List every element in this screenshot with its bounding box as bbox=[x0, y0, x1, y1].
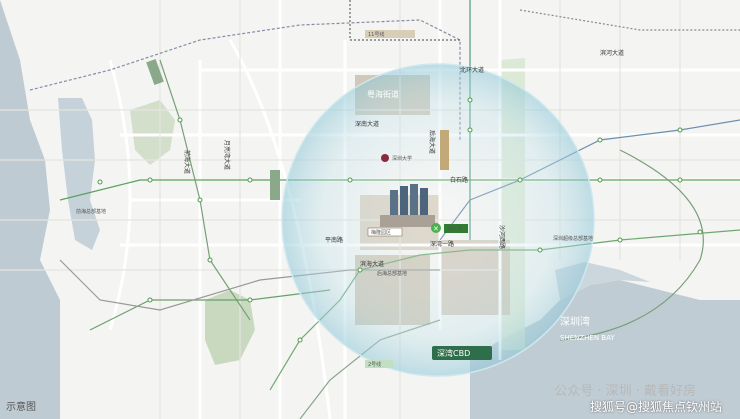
project-label: 梅隆园区 bbox=[371, 229, 391, 236]
houhai-hq-label: 后海总部基地 bbox=[377, 270, 407, 277]
green-area-1 bbox=[205, 290, 255, 365]
station-marker-shenwan[interactable]: ✕ 深大南 bbox=[431, 223, 468, 233]
metro-badges: 11号线 2号线 bbox=[146, 30, 449, 368]
road-shennan: 深南大道 bbox=[355, 120, 379, 128]
metro-line-ring bbox=[559, 149, 704, 341]
project-marker[interactable]: 梅隆园区 bbox=[367, 227, 403, 237]
shenwan-cbd-badge: 深湾CBD bbox=[432, 346, 492, 360]
coverage-radius bbox=[281, 63, 595, 377]
badge-line11: 11号线 bbox=[368, 31, 384, 38]
road-houhai: 后海大道 bbox=[428, 130, 436, 154]
metro-line-11 bbox=[29, 19, 461, 140]
university-label: 深圳大学 bbox=[392, 155, 412, 162]
green-area-2 bbox=[130, 100, 175, 165]
road-yueliang: 月亮湾大道 bbox=[223, 140, 231, 170]
watermark: 公众号 · 深圳 · 戴看好房 bbox=[554, 384, 696, 399]
station-dots bbox=[97, 97, 703, 343]
caption: 示意图 bbox=[6, 402, 36, 413]
metro-line-dashed-2 bbox=[349, 0, 460, 41]
road-binhe: 滨河大道 bbox=[600, 49, 624, 57]
metro-line-15 bbox=[89, 289, 331, 331]
svg-text:✕: ✕ bbox=[433, 225, 439, 233]
project-buildings bbox=[380, 184, 435, 227]
road-beihuan: 北环大道 bbox=[460, 66, 484, 74]
metro-line-12 bbox=[159, 59, 251, 321]
road-qianhai: 前海大道 bbox=[183, 150, 191, 174]
metro-line-20 bbox=[519, 9, 740, 31]
bay-label-cn: 深圳湾 bbox=[560, 315, 590, 328]
road-shenwan: 深湾一路 bbox=[430, 240, 454, 248]
sz-bay-hq-label: 深圳超级总部基地 bbox=[553, 235, 593, 242]
qianhai-bay bbox=[58, 98, 100, 250]
yuehai-label: 粤海街道 bbox=[367, 89, 399, 99]
road-pingnan: 平南路 bbox=[325, 236, 343, 244]
qianhai-hq-label: 前海总部基地 bbox=[76, 208, 106, 215]
shenwan-station-label: 深大南 bbox=[447, 226, 462, 233]
road-shahe: 沙河西路 bbox=[498, 225, 506, 249]
badge-line2: 2号线 bbox=[368, 361, 381, 368]
bay-label-en: SHENZHEN BAY bbox=[560, 334, 615, 342]
credit: 搜狐号@搜狐焦点钦州站 bbox=[589, 400, 722, 414]
university-marker[interactable]: 深圳大学 bbox=[381, 154, 412, 162]
road-baishi: 白石路 bbox=[450, 176, 468, 184]
west-sea bbox=[0, 0, 60, 419]
shenwan-cbd-label: 深湾CBD bbox=[437, 348, 470, 358]
road-binhai: 滨海大道 bbox=[360, 260, 384, 268]
shenzhen-bay bbox=[470, 280, 740, 419]
